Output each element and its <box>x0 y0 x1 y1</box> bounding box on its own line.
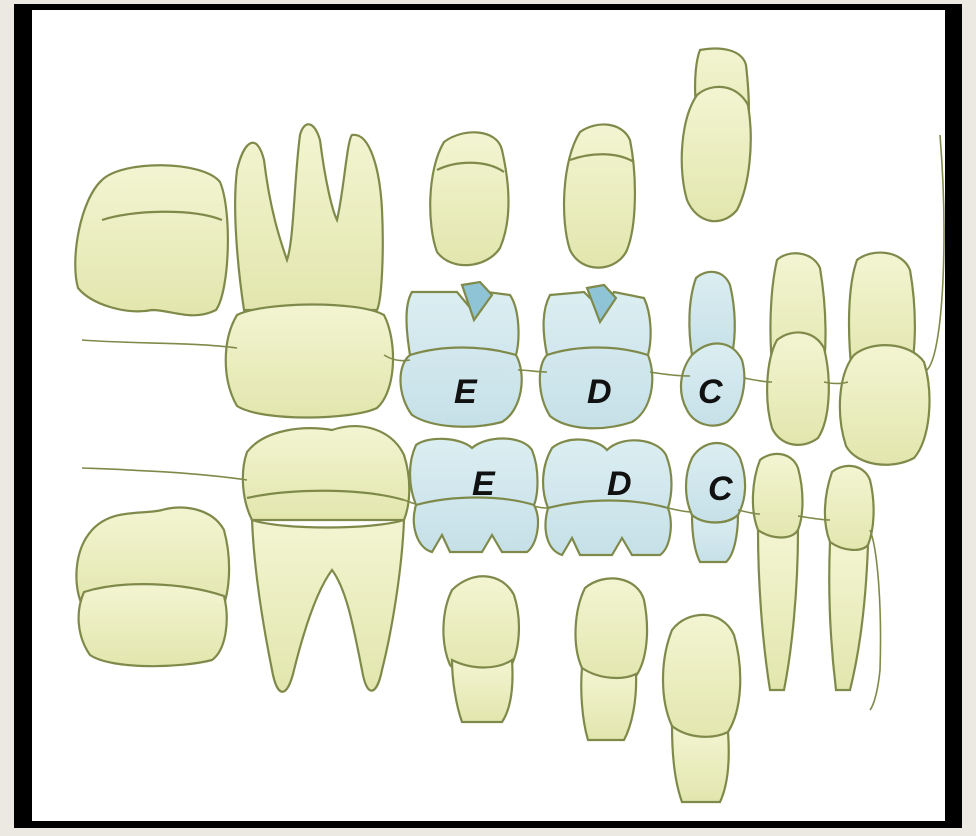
lower-primary-first-molar-label: D <box>607 465 632 503</box>
lower-first-molar <box>243 426 409 692</box>
lower-central-incisor-bud <box>825 466 874 690</box>
upper-primary-second-molar-label: E <box>454 373 478 411</box>
upper-second-molar-bud <box>75 165 228 315</box>
diagram-canvas: E D C E D C <box>32 10 945 821</box>
upper-primary-canine-label: C <box>698 373 723 411</box>
lower-second-premolar-bud <box>443 576 519 722</box>
upper-central-incisor-bud <box>840 253 930 465</box>
lower-lateral-incisor-bud <box>753 454 803 690</box>
upper-first-premolar-bud <box>564 124 635 267</box>
lower-permanent-canine-bud <box>663 615 740 802</box>
lower-first-premolar-bud <box>576 578 648 740</box>
upper-permanent-canine-bud <box>682 49 751 222</box>
image-frame: E D C E D C <box>14 4 962 828</box>
upper-lateral-incisor-bud <box>767 253 829 445</box>
dentition-diagram: E D C E D C <box>32 10 945 821</box>
upper-primary-first-molar-label: D <box>587 373 612 411</box>
upper-second-premolar-bud <box>430 132 508 265</box>
lower-second-molar-bud <box>76 507 229 666</box>
lower-primary-second-molar-label: E <box>472 465 496 503</box>
lower-primary-canine-label: C <box>708 470 733 508</box>
upper-first-molar <box>226 124 393 417</box>
